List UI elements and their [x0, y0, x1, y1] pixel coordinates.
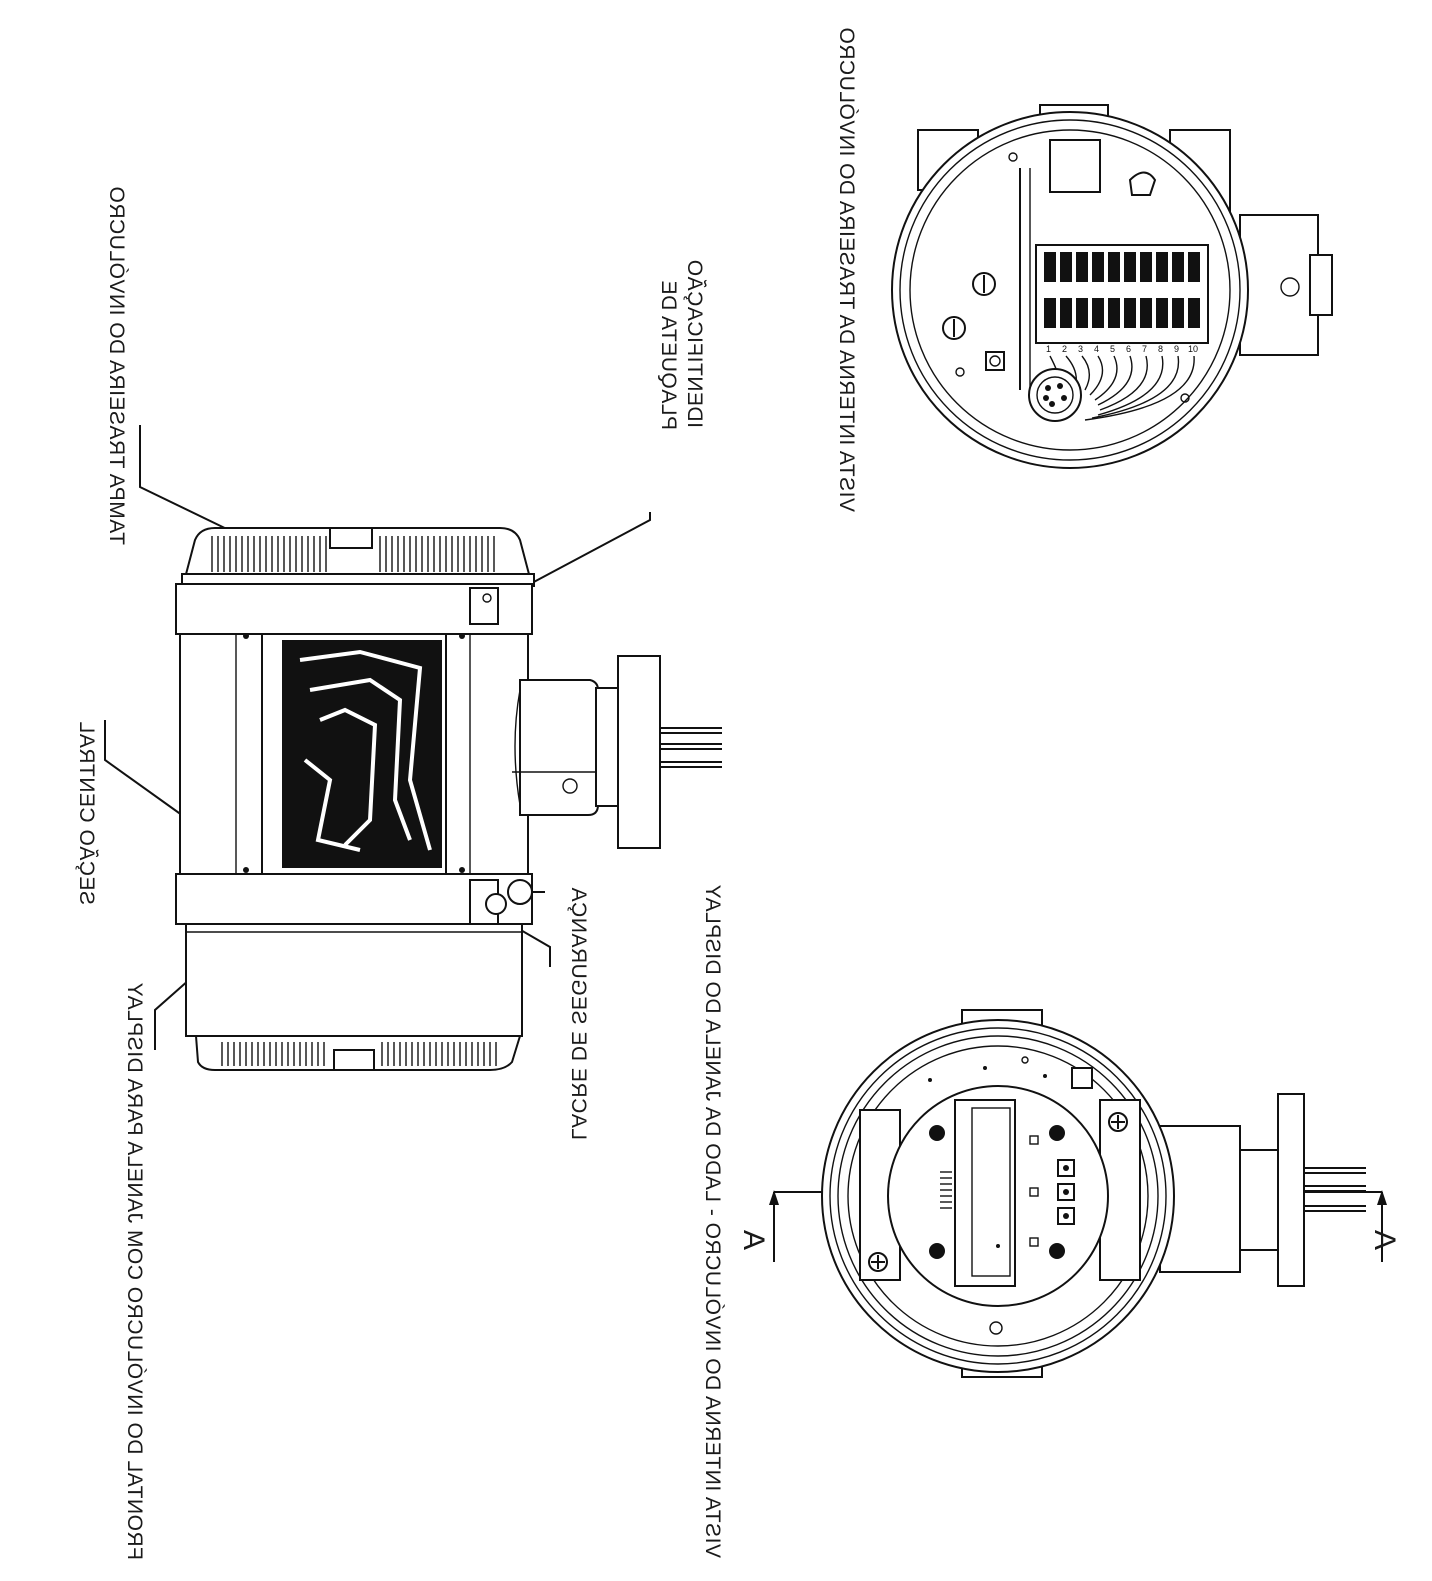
terminal-number: 5	[1110, 344, 1115, 354]
terminal-number: 9	[1174, 344, 1179, 354]
front-cover-ribs	[221, 1042, 497, 1071]
display-internal-view	[821, 1009, 1366, 1378]
housing-neck	[519, 679, 599, 816]
label-security-seal: LACRE DE SEGURANÇA	[567, 887, 590, 1140]
display-pins	[1304, 1167, 1366, 1212]
rear-cover	[183, 527, 532, 579]
leader-rear-cover	[139, 425, 234, 533]
section-letter-right: A	[1368, 1230, 1401, 1250]
display-flange	[1277, 1093, 1305, 1287]
label-internal-view-display: VISTA INTERNA DO INVÓLUCRO - LADO DA JAN…	[701, 884, 724, 1558]
terminal-number: 7	[1142, 344, 1147, 354]
label-rear-cover: TAMPA TRASEIRA DO INVÓLUCRO	[105, 186, 128, 545]
terminal-number: 3	[1078, 344, 1083, 354]
rear-cover-ribs	[211, 527, 495, 572]
label-id-plate-line1: PLAQUETA DE	[657, 280, 680, 430]
leader-central-section	[104, 720, 201, 829]
terminal-row-bottom	[1044, 298, 1200, 328]
terminal-number: 8	[1158, 344, 1163, 354]
section-marker-right: A	[1368, 1190, 1401, 1262]
process-flange	[617, 655, 661, 849]
plate-pattern	[299, 649, 432, 852]
connection-pins	[660, 727, 722, 768]
section-letter-left: A	[737, 1230, 770, 1250]
housing-side-view	[175, 527, 722, 1071]
terminal-number: 2	[1062, 344, 1067, 354]
rear-internal-view: 1 2 3 4 5 6 7 8 9 10	[891, 104, 1333, 469]
terminal-row-top	[1044, 252, 1200, 282]
terminal-number: 6	[1126, 344, 1131, 354]
lcd-display	[954, 1099, 1016, 1287]
security-seal	[469, 879, 545, 925]
label-id-plate-line2: IDENTIFICAÇÃO	[683, 259, 707, 428]
front-cover	[185, 923, 523, 1037]
terminal-number: 10	[1188, 344, 1198, 354]
label-central-section: SEÇÃO CENTRAL	[75, 721, 99, 905]
terminal-numbers: 1 2 3 4 5 6 7 8 9 10	[1046, 344, 1198, 354]
terminal-number: 4	[1094, 344, 1099, 354]
display-connector-strip	[940, 1171, 952, 1209]
label-internal-view-rear: VISTA INTERNA DA TRASEIRA DO INVÓLUCRO	[835, 27, 858, 512]
terminal-number: 1	[1046, 344, 1051, 354]
label-front-cover: FRONTAL DO INVÓLUCRO COM JANELA PARA DIS…	[123, 982, 146, 1560]
